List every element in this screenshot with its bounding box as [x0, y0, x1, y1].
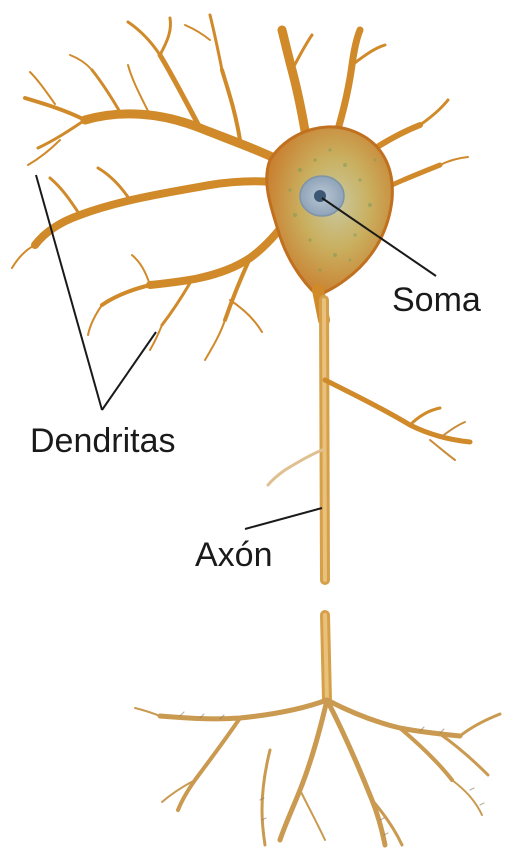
axon-terminals [135, 700, 500, 845]
axon-leader-line [245, 508, 322, 529]
axon-label: Axón [195, 538, 273, 572]
soma-body [267, 127, 393, 296]
dendritas-label: Dendritas [30, 424, 176, 458]
axon [268, 290, 470, 700]
soma-label: Soma [392, 283, 481, 317]
dendritas-leader-line-right [102, 332, 156, 410]
